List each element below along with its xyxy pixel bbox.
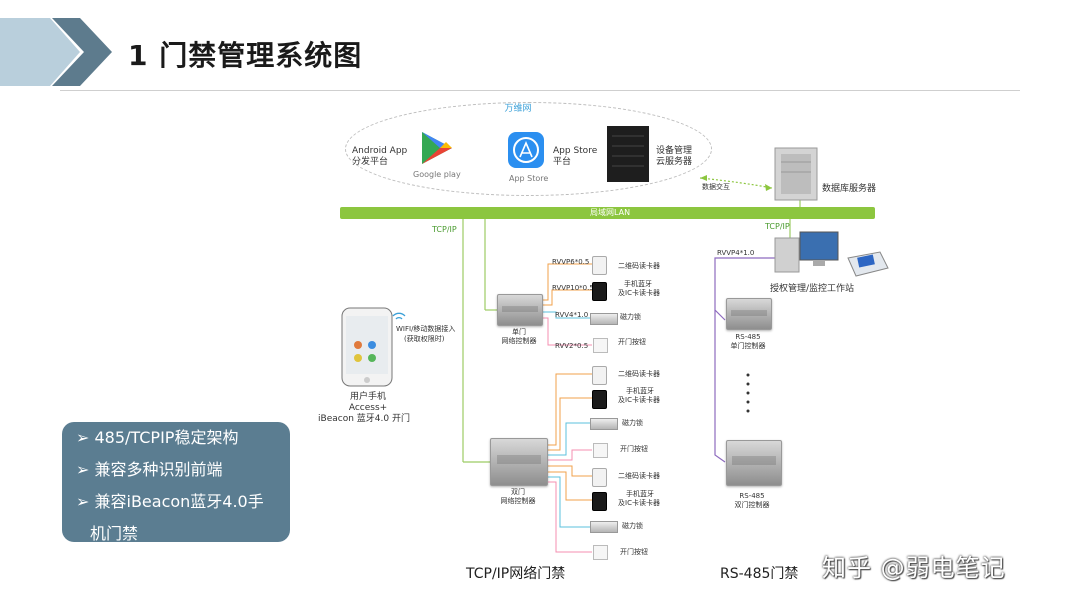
feature-item: ➢ 兼容iBeacon蓝牙4.0手 (76, 492, 264, 511)
lan-bar (340, 207, 875, 219)
single-bt-label-2: 及IC卡读卡器 (618, 289, 660, 297)
tcpip-label-right: TCP/IP (765, 222, 790, 231)
app-store-label-2: 平台 (553, 157, 572, 167)
page-title: 1 门禁管理系统图 (128, 39, 363, 72)
cloud-server-label-1: 设备管理 (656, 146, 693, 156)
android-label-1: Android App (352, 146, 408, 156)
phone-label-2: Access+ (348, 403, 388, 413)
single-bt-label-1: 手机蓝牙 (624, 280, 652, 288)
mag-lock-icon (590, 418, 618, 430)
double-qr-label-2: 二维码读卡器 (618, 472, 660, 480)
data-exchange-label: 数据交互 (702, 183, 730, 191)
google-play-label: Google play (413, 170, 461, 179)
internet-cloud (345, 102, 712, 196)
exit-button-icon (593, 443, 608, 458)
double-button-label-2: 开门按钮 (620, 548, 648, 556)
rs485-double-label-2: 双门控制器 (734, 501, 770, 509)
lan-label: 局域网LAN (590, 208, 631, 217)
single-qr-label: 二维码读卡器 (618, 262, 660, 270)
cable-rvv4: RVV4*1.0 (555, 311, 589, 319)
bt-ic-reader-icon (592, 492, 607, 511)
app-store-label-1: App Store (553, 146, 598, 156)
header-chevron-dark (52, 18, 112, 86)
single-door-label-1: 单门 (512, 328, 526, 336)
phone-label-3: iBeacon 蓝牙4.0 开门 (318, 414, 410, 424)
title-divider (60, 90, 1020, 91)
feature-item: 机门禁 (90, 524, 139, 543)
double-door-label-1: 双门 (511, 488, 525, 496)
double-lock-label-1: 磁力锁 (622, 419, 643, 427)
watermark: 知乎 @弱电笔记 (822, 554, 1006, 582)
rs485-double-label-1: RS-485 (739, 492, 765, 500)
double-door-controller (490, 438, 548, 486)
mag-lock-icon (590, 313, 618, 325)
bt-ic-reader-icon (592, 390, 607, 409)
double-bt-label-1b: 及IC卡读卡器 (618, 396, 660, 404)
android-label-2: 分发平台 (352, 157, 389, 167)
db-server-label: 数据库服务器 (822, 184, 877, 194)
phone-label-1: 用户手机 (349, 392, 387, 402)
qr-reader-icon (592, 366, 607, 385)
double-lock-label-2: 磁力锁 (622, 522, 643, 530)
header-chevron-light (0, 18, 80, 86)
rs485-double-controller (726, 440, 782, 486)
exit-button-icon (593, 338, 608, 353)
qr-reader-icon (592, 468, 607, 487)
workstation-tower-icon (774, 237, 800, 273)
feature-item: ➢ 485/TCPIP稳定架构 (76, 428, 239, 447)
exit-button-icon (593, 545, 608, 560)
mag-lock-icon (590, 521, 618, 533)
rs485-single-label-1: RS-485 (735, 333, 761, 341)
tcpip-label-left: TCP/IP (432, 225, 457, 234)
single-button-label: 开门按钮 (618, 338, 646, 346)
double-bt-label-2a: 手机蓝牙 (626, 490, 654, 498)
footer-rs485-label: RS-485门禁 (720, 566, 799, 582)
cable-rvvp4: RVVP4*1.0 (717, 249, 755, 257)
double-bt-label-1a: 手机蓝牙 (626, 387, 654, 395)
single-lock-label: 磁力锁 (620, 313, 641, 321)
double-bt-label-2b: 及IC卡读卡器 (618, 499, 660, 507)
double-qr-label-1: 二维码读卡器 (618, 370, 660, 378)
wifi-label-1: WIFI/移动数据接入 (396, 325, 456, 333)
cable-rvvp10: RVVP10*0.5 (552, 284, 594, 292)
double-door-label-2: 网络控制器 (500, 497, 536, 505)
cable-rvvp6: RVVP6*0.5 (552, 258, 590, 266)
feature-item: ➢ 兼容多种识别前端 (76, 460, 223, 479)
workstation-monitor-icon (799, 231, 839, 261)
wifi-label-2: (获取权限时) (404, 335, 445, 343)
double-button-label-1: 开门按钮 (620, 445, 648, 453)
workstation-label: 授权管理/监控工作站 (770, 284, 855, 294)
cloud-server-label-2: 云服务器 (656, 157, 693, 167)
single-door-controller (497, 294, 543, 326)
feature-box (62, 422, 290, 542)
footer-tcpip-label: TCP/IP网络门禁 (466, 566, 566, 582)
bt-ic-reader-icon (592, 282, 607, 301)
wifi-icon (392, 312, 406, 320)
rs485-single-label-2: 单门控制器 (730, 342, 766, 350)
app-store-icon-label: App Store (509, 174, 549, 183)
single-door-label-2: 网络控制器 (501, 337, 537, 345)
qr-reader-icon (592, 256, 607, 275)
rs485-single-controller (726, 298, 772, 330)
internet-label: 万维网 (504, 104, 532, 114)
cable-rvv2: RVV2*0.5 (555, 342, 589, 350)
